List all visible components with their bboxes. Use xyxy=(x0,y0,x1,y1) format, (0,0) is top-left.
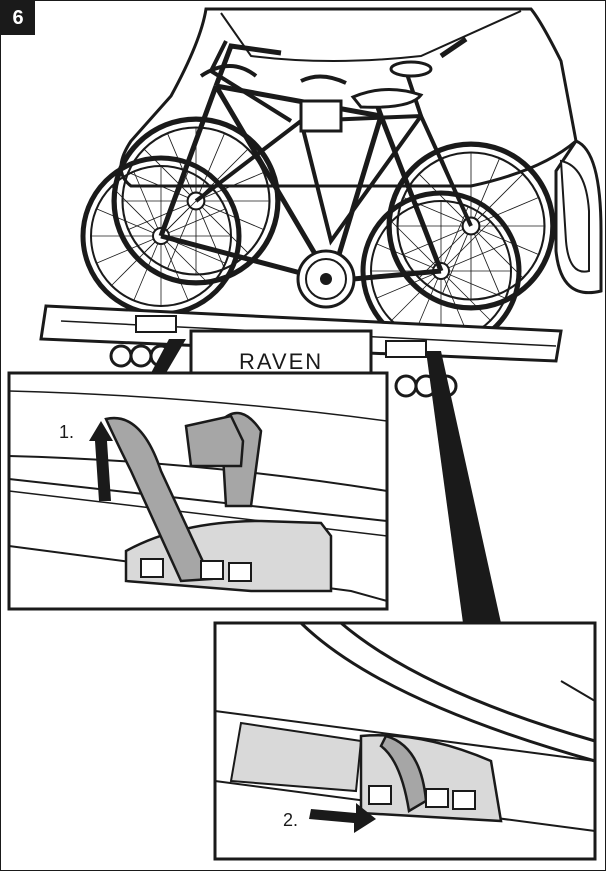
callout-pointer-2 xyxy=(426,351,501,623)
callout-label-1: 1. xyxy=(59,422,74,442)
right-arrow-icon xyxy=(309,803,376,833)
step-number-badge: 6 xyxy=(1,1,35,35)
up-arrow-icon xyxy=(89,421,113,501)
license-plate: RAVEN xyxy=(189,329,373,375)
detail-panel-2 xyxy=(213,621,597,861)
detail-panel-1 xyxy=(7,371,389,611)
front-bicycle xyxy=(83,43,519,349)
license-plate-text: RAVEN xyxy=(239,349,323,374)
callout-label-2: 2. xyxy=(283,810,298,830)
callout-pointer-1 xyxy=(151,339,186,373)
